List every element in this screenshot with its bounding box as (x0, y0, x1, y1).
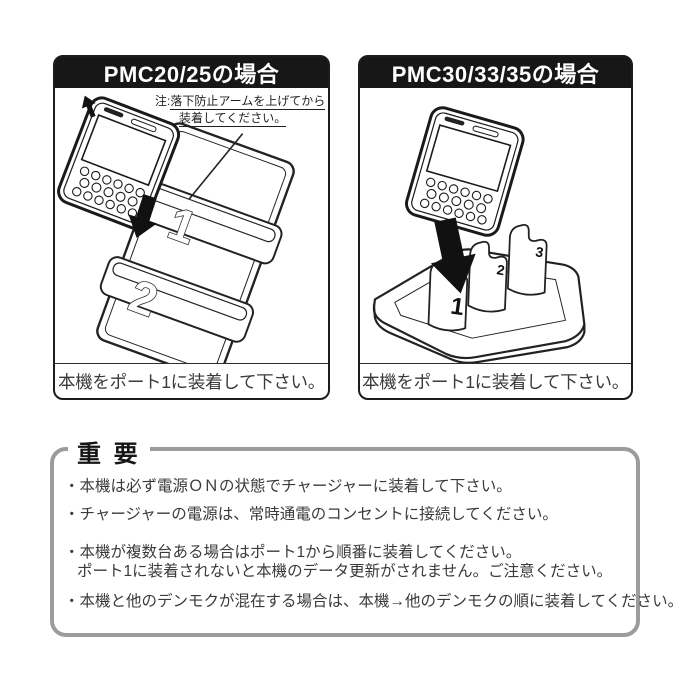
wall-charger: 1 2 (96, 122, 295, 363)
port-1-label: 1 (449, 293, 466, 322)
speaker-slot (130, 118, 157, 133)
wall-charger-illustration: 注:落下防止アームを上げてから 装着してください。 1 2 (55, 88, 328, 363)
note-line-1: 注:落下防止アームを上げてから (155, 94, 326, 110)
handheld-device (405, 106, 525, 237)
panel-caption: 本機をポート1に装着して下さい。 (360, 363, 631, 398)
speaker-slot (444, 116, 465, 126)
panel-caption: 本機をポート1に装着して下さい。 (55, 363, 328, 398)
device-buttons (419, 177, 493, 225)
panel-pmc20-25: PMC20/25の場合 注:落下防止アームを上げてから 装着してください。 1 (53, 55, 330, 400)
important-item: ・本機は必ず電源ＯＮの状態でチャージャーに装着して下さい。 (64, 478, 512, 495)
port-2-fin (467, 240, 508, 313)
insert-arrow-icon (430, 217, 476, 294)
desktop-charger-drawing: 1 2 3 (372, 106, 586, 363)
speaker-slot (472, 125, 499, 138)
port-3-label: 3 (534, 243, 545, 260)
panel-pmc30-33-35: PMC30/33/35の場合 1 2 3 (358, 55, 633, 400)
raise-arm-arrow-icon (81, 95, 96, 118)
panel-title: PMC30/33/35の場合 (391, 61, 600, 87)
device-screen (425, 124, 512, 193)
panel-header: PMC20/25の場合 (55, 57, 328, 88)
caution-note: 注:落下防止アームを上げてから 装着してください。 (155, 93, 326, 127)
note-line-2: 装着してください。 (179, 111, 287, 127)
wall-charger-drawing: 1 2 (57, 95, 295, 363)
device-screen (80, 114, 167, 187)
important-box: 重 要 ・本機は必ず電源ＯＮの状態でチャージャーに装着して下さい。 ・チャージャ… (50, 434, 684, 637)
panel-header: PMC30/33/35の場合 (360, 57, 631, 88)
handheld-device (57, 96, 181, 230)
important-title: 重 要 (68, 434, 150, 469)
port-1-pocket: 1 (128, 177, 283, 265)
note-pointer-line (188, 133, 244, 200)
panel-title: PMC20/25の場合 (103, 61, 280, 87)
port-3-fin (507, 223, 548, 296)
important-item: ・本機と他のデンモクが混在する場合は、本機→他のデンモクの順に装着してください。 (64, 593, 684, 610)
device-buttons (72, 166, 145, 218)
speaker-slot (103, 107, 124, 118)
important-item: ・チャージャーの電源は、常時通電のコンセントに接続してください。 (64, 506, 558, 523)
important-item: ・本機が複数台ある場合はポート1から順番に装着してください。 ポート1に装着され… (64, 544, 613, 580)
desktop-charger-illustration: 1 2 3 (360, 88, 631, 363)
insert-arrow-icon (128, 194, 157, 238)
port-2-label: 2 (496, 261, 507, 278)
